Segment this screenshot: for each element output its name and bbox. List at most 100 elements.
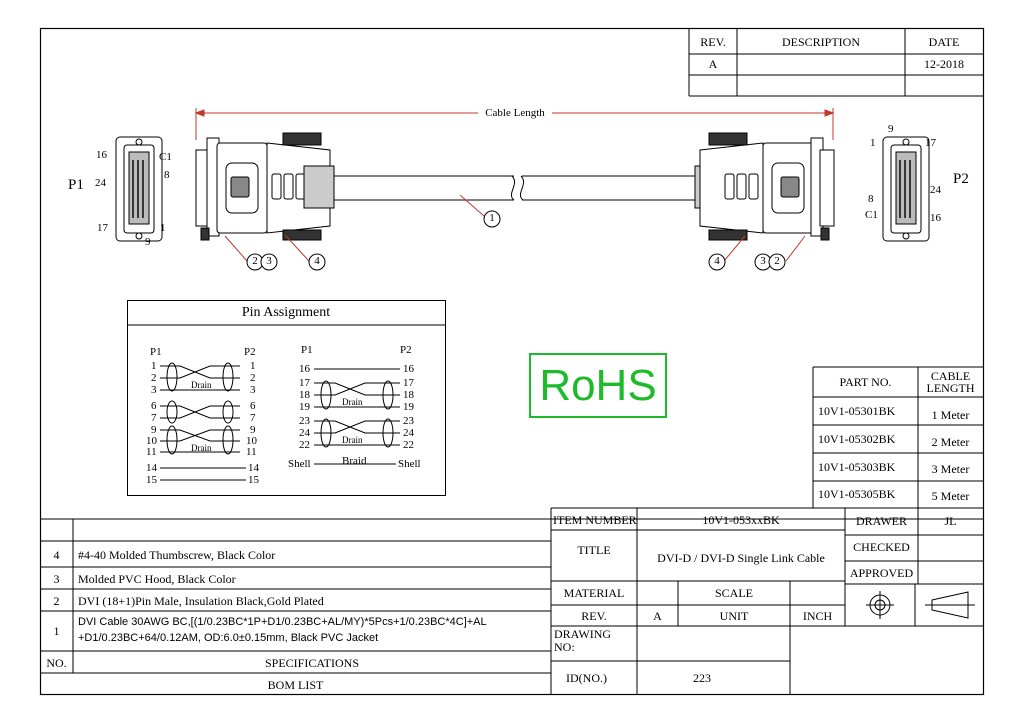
shell-left: Shell <box>288 458 311 470</box>
pa-l-row-6-b: 6 <box>250 400 256 412</box>
plug-left-label: P1 <box>68 177 84 193</box>
unit-value: INCH <box>802 609 833 623</box>
left-pin-24: 24 <box>95 177 106 189</box>
callout-4-left: 4 <box>314 255 320 267</box>
pa-l-row-14-b: 14 <box>248 462 259 474</box>
drawer-value: JL <box>944 514 957 528</box>
pa-l-row-2-a: 2 <box>151 372 157 384</box>
pa-l-row-10-a: 10 <box>146 435 157 447</box>
p1-connector-face <box>115 136 163 242</box>
pa-l-row-11-a: 11 <box>146 446 157 458</box>
callout-2-right: 2 <box>774 255 780 267</box>
right-pin-17: 17 <box>925 137 936 149</box>
pa-l-row-15-b: 15 <box>248 474 259 486</box>
pa-r-row-17-a: 17 <box>299 377 310 389</box>
part-row-2-part: 10V1-05302BK <box>818 432 896 446</box>
part-row-1-part: 10V1-05301BK <box>818 404 896 418</box>
bom-title-grid <box>40 507 983 694</box>
part-row-3-part: 10V1-05303BK <box>818 460 896 474</box>
pa-l-row-9-a: 9 <box>151 424 157 436</box>
left-p2-header: P2 <box>244 346 256 358</box>
pa-r-row-24-a: 24 <box>299 427 310 439</box>
callout-3-left: 3 <box>266 255 272 267</box>
scale-label: SCALE <box>714 586 753 600</box>
item-number-value: 10V1-053xxBK <box>702 513 780 527</box>
id-label: ID(NO.) <box>566 671 607 685</box>
right-wiring <box>314 368 400 465</box>
rev-label: REV. <box>581 609 607 623</box>
rev-value: A <box>708 57 718 71</box>
right-pin-9: 9 <box>888 123 894 135</box>
part-row-2-length: 2 Meter <box>931 435 970 449</box>
pa-l-row-3-a: 3 <box>151 384 157 396</box>
callout-2-left: 2 <box>252 255 258 267</box>
pa-r-row-18-b: 18 <box>403 389 414 401</box>
bom-row-3-spec: Molded PVC Hood, Black Color <box>78 572 236 586</box>
checked-label: CHECKED <box>853 540 910 554</box>
pa-l-row-6-a: 6 <box>151 400 157 412</box>
pa-r-row-17-b: 17 <box>403 377 414 389</box>
material-label: MATERIAL <box>563 586 625 600</box>
rev-header: REV. <box>700 35 726 49</box>
pa-l-row-3-b: 3 <box>250 384 256 396</box>
right-pin-8: 8 <box>868 193 874 205</box>
part-row-1-length: 1 Meter <box>931 408 970 422</box>
pin-assignment-title: Pin Assignment <box>241 305 331 320</box>
pa-l-drain-2: Drain <box>191 443 212 453</box>
bom-spec-header: SPECIFICATIONS <box>264 656 360 670</box>
item-number-label: ITEM NUMBER <box>553 513 637 527</box>
pin-assignment-box <box>127 300 446 496</box>
bom-row-4-spec: #4-40 Molded Thumbscrew, Black Color <box>78 548 276 562</box>
bom-no-header: NO. <box>46 656 67 670</box>
left-pin-1: 1 <box>160 222 166 234</box>
drawer-label: DRAWER <box>855 514 908 528</box>
pa-r-drain-2: Drain <box>342 435 363 445</box>
pa-r-row-19-b: 19 <box>403 401 414 413</box>
cable-length-dimension <box>194 108 835 140</box>
left-pin-16: 16 <box>96 149 107 161</box>
callout-4-right: 4 <box>714 255 720 267</box>
right-pin-1: 1 <box>870 137 876 149</box>
pa-l-drain-1: Drain <box>191 380 212 390</box>
left-p1-header: P1 <box>150 346 162 358</box>
callout-1: 1 <box>489 212 495 224</box>
unit-label: UNIT <box>719 609 749 623</box>
part-no-header: PART NO. <box>839 375 892 389</box>
pa-l-row-10-b: 10 <box>246 435 257 447</box>
cable-break <box>510 175 700 201</box>
pa-l-row-9-b: 9 <box>250 424 256 436</box>
part-table-lines <box>812 366 983 508</box>
bom-row-1-no: 1 <box>53 624 60 638</box>
left-pin-8: 8 <box>164 169 170 181</box>
pa-l-row-7-a: 7 <box>151 412 157 424</box>
title-label: TITLE <box>577 543 611 557</box>
pa-r-row-23-a: 23 <box>299 415 310 427</box>
bom-list-footer: BOM LIST <box>267 678 324 692</box>
rohs-mark: RoHS <box>529 353 667 418</box>
pa-l-row-7-b: 7 <box>250 412 256 424</box>
title-value: DVI-D / DVI-D Single Link Cable <box>657 551 825 565</box>
right-pin-24: 24 <box>930 184 941 196</box>
bom-row-1-spec-line1: DVI Cable 30AWG BC,[(1/0.23BC*1P+D1/0.23… <box>78 616 487 628</box>
pa-r-drain-1: Drain <box>342 397 363 407</box>
date-header: DATE <box>928 35 960 49</box>
pa-r-row-16-b: 16 <box>403 363 414 375</box>
description-header: DESCRIPTION <box>781 35 860 49</box>
pa-l-row-2-b: 2 <box>250 372 256 384</box>
right-pin-16: 16 <box>930 212 941 224</box>
right-pin-c1: C1 <box>865 209 878 221</box>
part-row-4-length: 5 Meter <box>931 489 970 503</box>
left-pin-c1: C1 <box>159 151 172 163</box>
pa-r-row-23-b: 23 <box>403 415 414 427</box>
pa-r-row-24-b: 24 <box>403 427 414 439</box>
bom-row-2-spec: DVI (18+1)Pin Male, Insulation Black,Gol… <box>78 594 324 608</box>
date-value: 12-2018 <box>924 57 964 71</box>
shell-right: Shell <box>398 458 421 470</box>
projection-symbol <box>866 591 975 619</box>
p2-connector-face <box>882 136 930 242</box>
pa-r-row-16-a: 16 <box>299 363 310 375</box>
pa-l-row-1-a: 1 <box>151 360 157 372</box>
callout-leaders <box>224 194 806 262</box>
drawing-no-label: DRAWING NO: <box>554 627 612 654</box>
